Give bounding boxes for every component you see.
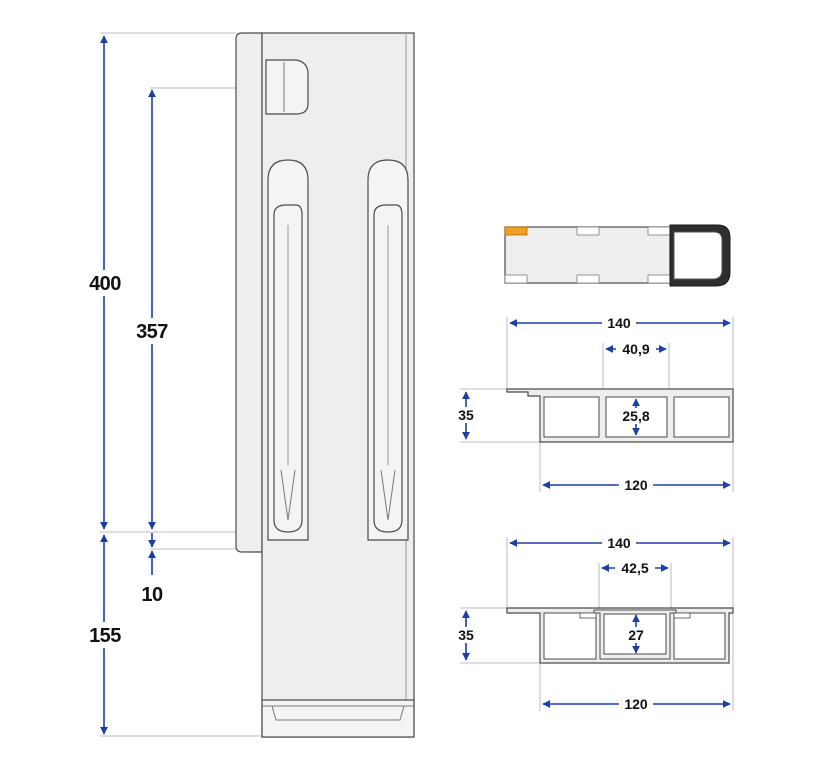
side-view: 400 357 10 155 [84, 32, 415, 738]
label-bg [616, 341, 656, 357]
dim-label-400: 400 [89, 273, 121, 295]
dim-label-40-9: 40,9 [622, 341, 649, 357]
label-bg [615, 560, 655, 576]
label-bg [619, 696, 653, 712]
label-bg [455, 627, 477, 643]
label-bg [602, 315, 636, 331]
dim-label-140: 140 [607, 535, 631, 551]
profile-2-left-cavity [543, 612, 597, 660]
right-slot [367, 159, 409, 541]
right-slot-taper [380, 469, 396, 521]
dim-label-357: 357 [136, 321, 168, 343]
dim-label-120: 120 [624, 477, 648, 493]
dim-label-25-8: 25,8 [622, 408, 649, 424]
dim-label-35: 35 [458, 407, 474, 423]
profile-2: 140 42,5 35 27 120 [455, 535, 734, 712]
bottom-notch [647, 274, 671, 284]
left-slot [267, 159, 309, 541]
orange-marker [504, 226, 528, 236]
dim-label-140: 140 [607, 315, 631, 331]
top-notch [576, 226, 600, 236]
profile-1-cell [673, 396, 730, 438]
bottom-notch [504, 274, 528, 284]
label-bg [455, 407, 477, 423]
top-view [504, 224, 731, 287]
profile-1: 140 40,9 35 25,8 120 [455, 315, 734, 493]
top-notch [647, 226, 671, 236]
profile-1-cell [543, 396, 600, 438]
dim-label-120: 120 [624, 696, 648, 712]
dim-label-10: 10 [141, 584, 163, 606]
profile-2-lip [673, 612, 691, 619]
foot-groove [271, 705, 405, 721]
label-bg [84, 622, 126, 648]
top-view-latch-inner [673, 231, 723, 280]
profile-2-right-cavity [673, 612, 726, 660]
dim-label-42-5: 42,5 [621, 560, 648, 576]
label-bg [131, 318, 173, 344]
bottom-notch [576, 274, 600, 284]
profile-2-lip [579, 612, 597, 619]
label-bg [602, 535, 636, 551]
dim-label-155: 155 [89, 625, 121, 647]
top-latch [265, 59, 309, 115]
label-bg [616, 408, 656, 424]
dim-label-35: 35 [458, 627, 474, 643]
left-slot-taper [280, 469, 296, 521]
back-plate [235, 32, 263, 553]
dim-label-27: 27 [628, 627, 644, 643]
label-bg [619, 477, 653, 493]
label-bg [84, 270, 126, 296]
label-bg [625, 627, 647, 643]
